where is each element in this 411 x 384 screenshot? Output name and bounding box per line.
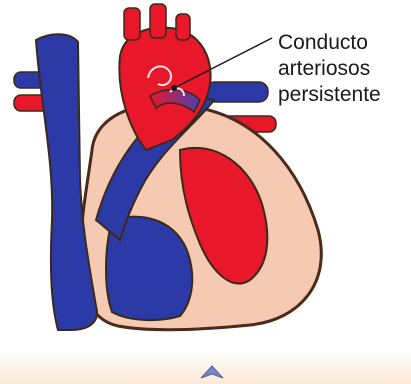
- triangle-up-icon[interactable]: [199, 360, 225, 382]
- ductus-label: Conducto arteriosos persistente: [278, 30, 408, 108]
- label-line-3: persistente: [278, 82, 408, 108]
- aortic-branch-1: [124, 8, 140, 40]
- aortic-branch-2: [150, 4, 166, 38]
- label-line-2: arteriosos: [278, 56, 408, 82]
- callout-dot: [171, 85, 177, 91]
- aortic-branch-3: [176, 14, 190, 40]
- label-line-1: Conducto: [278, 30, 408, 56]
